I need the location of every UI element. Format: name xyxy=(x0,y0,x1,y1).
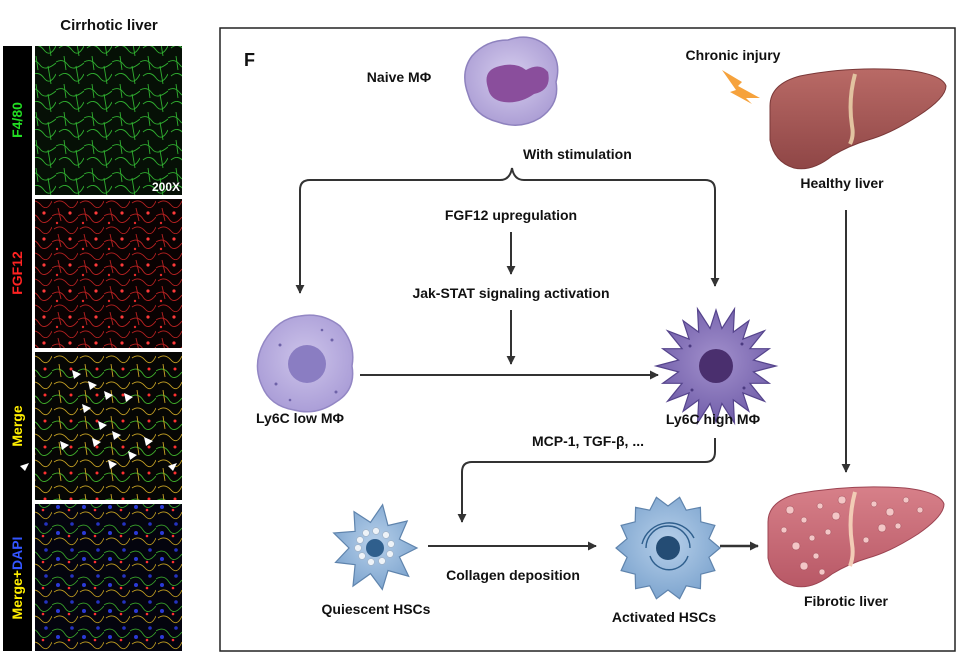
label-naive: Naive MΦ xyxy=(367,69,432,85)
left-panel: Cirrhotic liver 200X F4/80 FGF12 Merge M… xyxy=(3,17,182,651)
label-activated: Activated HSCs xyxy=(612,609,716,625)
fibrotic-nodule xyxy=(818,568,826,576)
label-collagen: Collagen deposition xyxy=(446,567,580,583)
quiescent-hsc-icon xyxy=(332,503,419,591)
stain-label-merge-plus: Merge+ xyxy=(9,570,25,619)
fibrotic-liver-icon xyxy=(767,486,945,588)
fibrotic-nodule xyxy=(791,541,801,551)
stain-label-bar xyxy=(3,46,32,651)
label-healthy-liver: Healthy liver xyxy=(800,175,884,191)
fibrotic-nodule xyxy=(824,528,832,536)
fibrotic-nodule xyxy=(902,496,910,504)
healthy-liver-icon xyxy=(769,68,947,170)
ly6c-high-macrophage-icon xyxy=(653,306,779,426)
left-panel-title: Cirrhotic liver xyxy=(60,17,158,34)
fibrotic-nodule xyxy=(816,502,824,510)
activated-hsc-icon xyxy=(615,496,721,600)
stain-label-fgf12: FGF12 xyxy=(9,251,25,295)
fibrotic-nodule xyxy=(894,522,902,530)
fibrotic-nodule xyxy=(837,495,847,505)
fibrotic-nodule xyxy=(799,561,809,571)
lightning-icon xyxy=(722,70,760,104)
label-ly6c-high: Ly6C high MΦ xyxy=(666,411,761,427)
stain-label-dapi: DAPI xyxy=(9,537,25,570)
fibrotic-nodule xyxy=(877,523,887,533)
label-mcp: MCP-1, TGF-β, ... xyxy=(532,433,644,449)
image-tile-fgf12 xyxy=(35,199,182,348)
brace-connector xyxy=(299,167,720,291)
fibrotic-nodule xyxy=(785,505,795,515)
label-fgf12: FGF12 upregulation xyxy=(445,207,577,223)
fibrotic-nodule xyxy=(800,516,808,524)
magnification-label: 200X xyxy=(152,180,180,194)
image-tile-f480 xyxy=(35,46,182,195)
connectors xyxy=(295,167,851,551)
label-ly6c-low: Ly6C low MΦ xyxy=(256,410,344,426)
fibrotic-nodule xyxy=(831,511,841,521)
fibrotic-nodule xyxy=(808,534,816,542)
fibrotic-nodule xyxy=(870,500,878,508)
fibrotic-nodule xyxy=(916,506,924,514)
diagram-panel: F Naive MΦ With stimulation FGF12 upregu… xyxy=(219,27,956,652)
fibrotic-nodule xyxy=(885,507,895,517)
panel-letter: F xyxy=(244,50,255,70)
stain-label-merge-dapi: Merge+DAPI xyxy=(9,537,25,620)
naive-macrophage-icon xyxy=(464,36,559,126)
fibrotic-nodule xyxy=(780,526,788,534)
fibrotic-nodule xyxy=(862,536,870,544)
stain-label-merge: Merge xyxy=(9,405,25,446)
arrow-high-to-quiescent xyxy=(457,438,716,523)
label-chronic-injury: Chronic injury xyxy=(686,47,781,63)
label-fibrotic-liver: Fibrotic liver xyxy=(804,593,889,609)
label-stimulation: With stimulation xyxy=(523,146,632,162)
label-quiescent: Quiescent HSCs xyxy=(322,601,431,617)
fibrotic-nodule xyxy=(812,552,820,560)
ly6c-low-macrophage-icon xyxy=(256,314,354,413)
stain-label-f480: F4/80 xyxy=(9,102,25,138)
merge-arrowheads xyxy=(20,370,177,471)
image-tile-merge-dapi xyxy=(35,504,182,651)
label-jakstat: Jak-STAT signaling activation xyxy=(412,285,609,301)
image-tile-merge xyxy=(35,352,182,500)
